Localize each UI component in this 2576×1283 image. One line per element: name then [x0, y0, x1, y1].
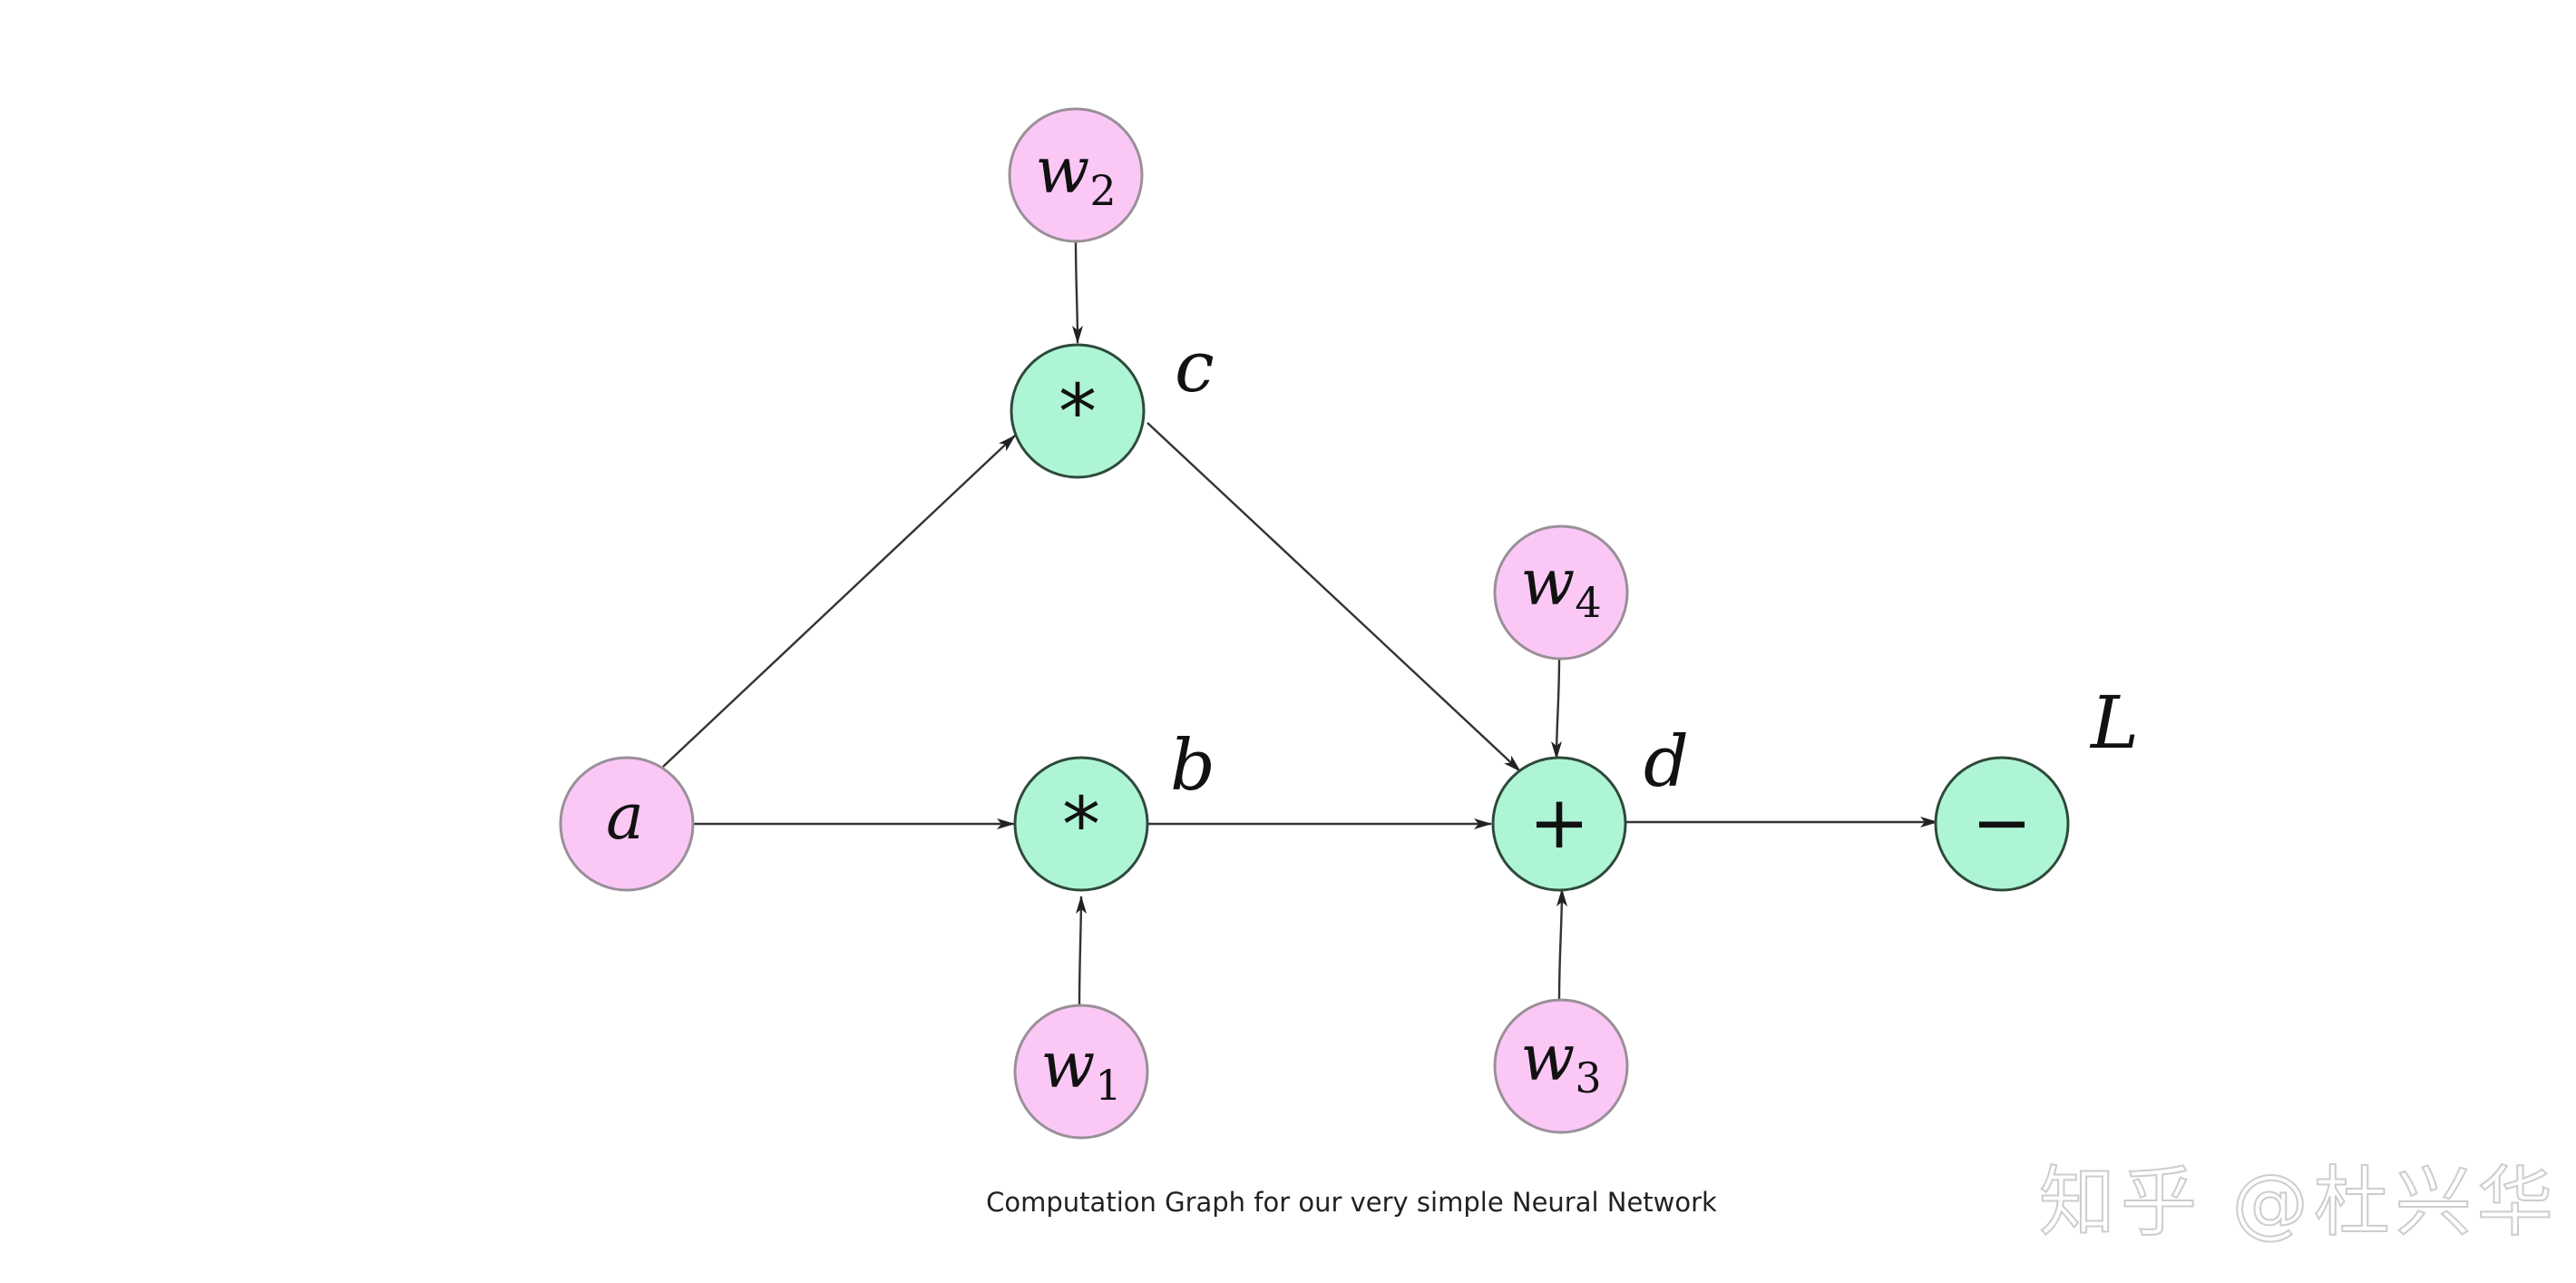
node-mul-c-circle	[1010, 343, 1146, 479]
node-add-d-circle	[1491, 756, 1627, 892]
node-mul-b: * b	[1013, 725, 1215, 892]
edge-w1-to-b	[1075, 896, 1087, 1006]
node-w3-sub: 3	[1575, 1053, 1601, 1102]
node-mul-b-output-label: b	[1170, 725, 1215, 807]
node-mul-c-symbol: *	[1059, 367, 1097, 456]
edge-w4-to-d	[1551, 658, 1563, 759]
node-mul-b-circle	[1013, 756, 1149, 892]
node-w3-base: w	[1520, 1021, 1575, 1095]
edges	[662, 240, 1938, 1006]
node-a-label: a	[606, 779, 644, 854]
node-mul-b-symbol: *	[1062, 780, 1100, 869]
node-w2-circle	[1008, 107, 1144, 243]
node-neg-L-circle	[1934, 756, 2070, 892]
node-w1-sub: 1	[1095, 1061, 1121, 1110]
node-w4-sub: 4	[1575, 578, 1601, 627]
node-w2: w2	[1008, 107, 1144, 243]
node-w4-base: w	[1520, 545, 1575, 620]
node-add-d-output-label: d	[1644, 721, 1689, 803]
node-a: a	[559, 756, 695, 892]
node-w1-label: w1	[1040, 1028, 1121, 1110]
node-neg-L-output-label: L	[2089, 681, 2139, 765]
edge-a-to-c	[662, 435, 1016, 768]
node-w1: w1	[1013, 1004, 1149, 1140]
node-w2-label: w2	[1035, 133, 1116, 215]
node-w3-circle	[1493, 998, 1629, 1134]
node-add-d-symbol: +	[1528, 780, 1589, 865]
node-w4: w4	[1493, 524, 1629, 661]
node-w3: w3	[1493, 998, 1629, 1134]
node-add-d: + d	[1491, 721, 1689, 892]
edge-c-to-d	[1147, 422, 1521, 772]
node-w1-circle	[1013, 1004, 1149, 1140]
edge-w2-to-c	[1071, 240, 1083, 344]
node-a-circle	[559, 756, 695, 892]
node-w4-label: w4	[1520, 545, 1601, 627]
node-neg-L: − L	[1934, 681, 2139, 892]
node-w2-sub: 2	[1089, 166, 1116, 215]
diagram-caption: Computation Graph for our very simple Ne…	[986, 1187, 1717, 1218]
node-w1-base: w	[1040, 1028, 1095, 1102]
node-w4-circle	[1493, 524, 1629, 661]
node-mul-c: * c	[1010, 327, 1215, 479]
node-w2-base: w	[1035, 133, 1089, 208]
node-w3-label: w3	[1520, 1021, 1601, 1102]
node-neg-L-symbol: −	[1971, 780, 2032, 865]
watermark: 知乎 @杜兴华	[2038, 1157, 2559, 1248]
edge-w3-to-d	[1556, 888, 1567, 1003]
node-mul-c-output-label: c	[1175, 327, 1215, 408]
